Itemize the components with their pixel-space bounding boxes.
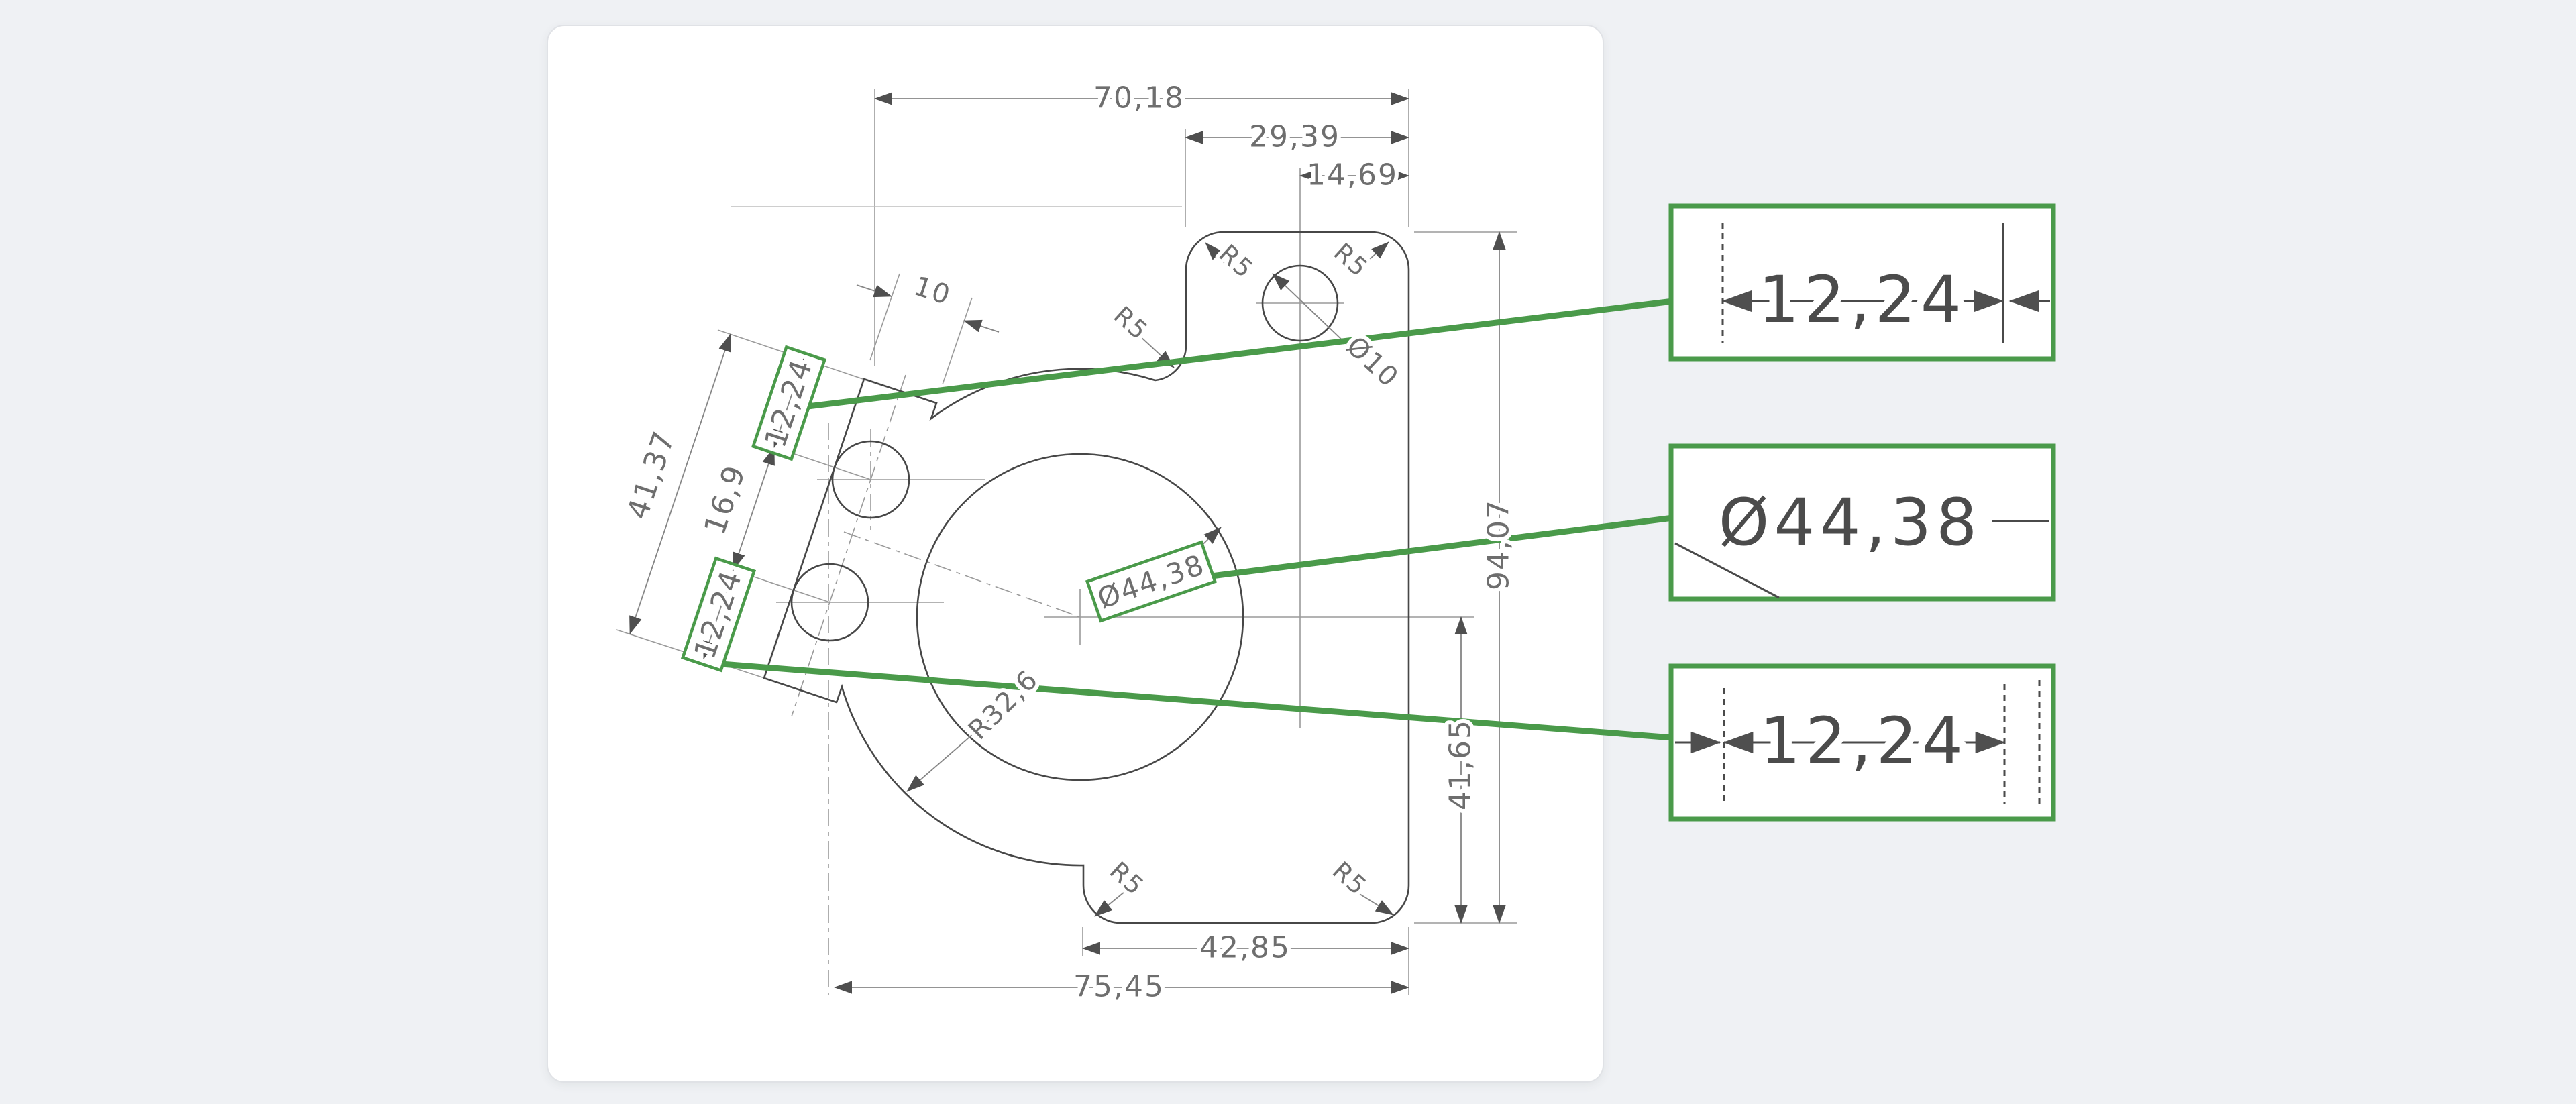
- leader-lines: [906, 241, 1394, 917]
- callout-bore-dim[interactable]: Ø44,38: [1668, 443, 2056, 602]
- highlight-bore-dim[interactable]: Ø44,38: [1085, 527, 1222, 623]
- dim-center-to-bottom: 41,65: [1444, 719, 1478, 810]
- part-outline: [763, 231, 1410, 924]
- callout-upper-box[interactable]: [1668, 203, 2056, 362]
- fillet-label-tab-left: R5: [1214, 239, 1259, 284]
- dim-top-width: 70,18: [1093, 81, 1185, 115]
- tab-hole: [1261, 264, 1339, 342]
- callout-connectors: [720, 298, 1674, 741]
- callout-lower-edge-dim[interactable]: 12,24: [1668, 663, 2056, 822]
- flange-hole-lower: [790, 563, 869, 642]
- connector-bore: [1205, 514, 1674, 580]
- callout-bore-label: Ø44,38: [1719, 485, 1982, 560]
- callout-upper-label: 12,24: [1758, 262, 1966, 337]
- dimension-lines: [629, 92, 1506, 994]
- dim-body-radius: R32,6: [963, 664, 1044, 746]
- callout-lower-label: 12,24: [1760, 704, 1968, 779]
- dim-hole-offset: 14,69: [1307, 158, 1398, 192]
- fillet-label-foot-left: R5: [1104, 856, 1150, 901]
- dim-hole-spacing: 16,9: [698, 461, 753, 539]
- fillet-label-tab-right: R5: [1328, 237, 1374, 283]
- bore-circle: [916, 453, 1244, 781]
- connector-upper: [807, 298, 1674, 410]
- highlight-lower-edge-dim[interactable]: 12,24: [680, 556, 757, 673]
- dim-bottom-width: 75,45: [1073, 970, 1165, 1004]
- dim-flange-thickness: 10: [910, 271, 955, 312]
- dim-overall-height: 94,07: [1482, 499, 1516, 590]
- center-lines: [791, 374, 1081, 995]
- connector-lower: [720, 661, 1674, 741]
- flange-hole-upper: [831, 440, 910, 519]
- dim-foot-width: 42,85: [1199, 931, 1291, 965]
- extension-lines: [616, 89, 1517, 995]
- fillet-label-neck: R5: [1108, 300, 1154, 346]
- dim-flange-length: 41,37: [621, 426, 682, 523]
- dim-tab-width: 29,39: [1249, 120, 1340, 154]
- fillet-label-foot-right: R5: [1327, 856, 1373, 901]
- callout-upper-edge-dim[interactable]: 12,24: [1668, 203, 2056, 362]
